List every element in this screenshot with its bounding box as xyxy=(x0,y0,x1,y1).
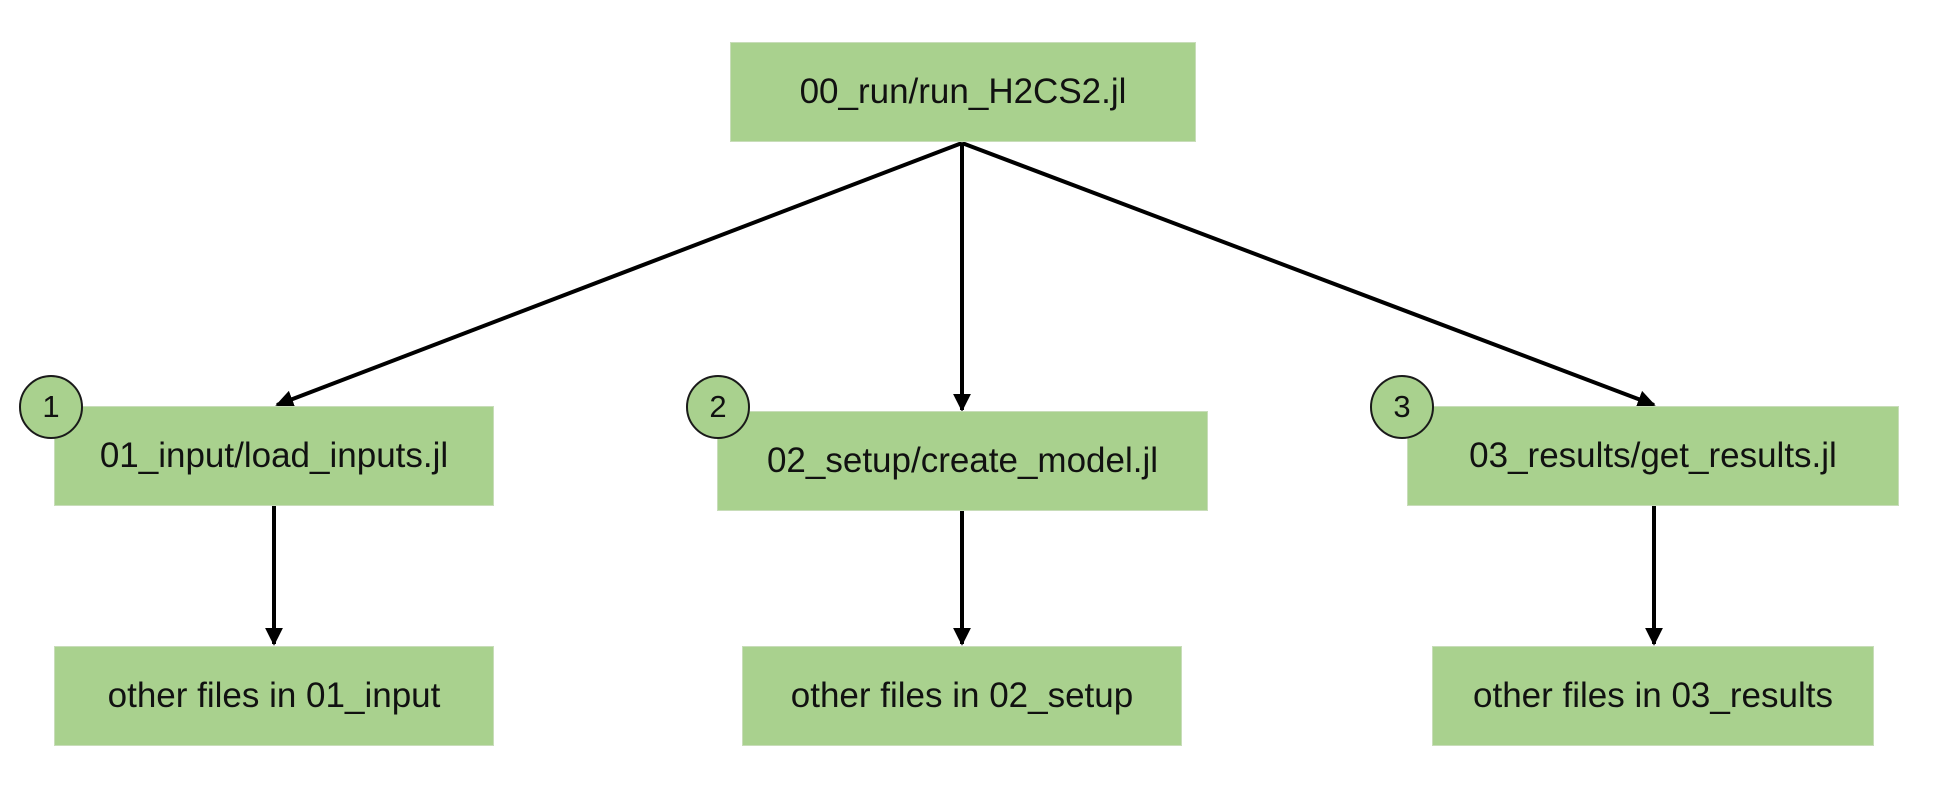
results-other-files-node: other files in 03_results xyxy=(1432,646,1874,746)
setup-other-files-label: other files in 02_setup xyxy=(790,676,1134,715)
setup-script-node: 02_setup/create_model.jl xyxy=(717,411,1208,511)
input-script-label: 01_input/load_inputs.jl xyxy=(99,436,449,475)
step-badge-1: 1 xyxy=(19,375,83,439)
step-badge-2: 2 xyxy=(686,375,750,439)
root-node-label: 00_run/run_H2CS2.jl xyxy=(799,72,1127,111)
edge-root-to-results xyxy=(961,141,1656,408)
input-other-files-node: other files in 01_input xyxy=(54,646,494,746)
step-badge-2-number: 2 xyxy=(709,389,727,424)
step-badge-1-number: 1 xyxy=(42,389,60,424)
root-node: 00_run/run_H2CS2.jl xyxy=(730,42,1196,142)
edge-root-to-input xyxy=(275,141,963,408)
setup-script-label: 02_setup/create_model.jl xyxy=(766,441,1159,480)
setup-other-files-node: other files in 02_setup xyxy=(742,646,1182,746)
results-script-node: 03_results/get_results.jl xyxy=(1407,406,1899,506)
results-other-files-label: other files in 03_results xyxy=(1473,676,1833,715)
input-script-node: 01_input/load_inputs.jl xyxy=(54,406,494,506)
step-badge-3: 3 xyxy=(1370,375,1434,439)
input-other-files-label: other files in 01_input xyxy=(107,676,441,715)
results-script-label: 03_results/get_results.jl xyxy=(1469,436,1837,475)
step-badge-3-number: 3 xyxy=(1393,389,1411,424)
